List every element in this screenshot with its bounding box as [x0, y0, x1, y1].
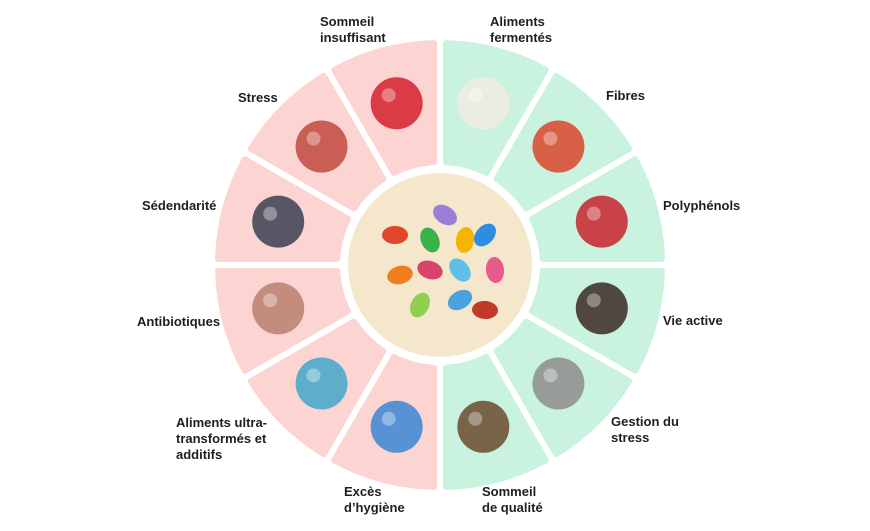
alarm-clock-icon: [370, 77, 423, 130]
microbe-icon: [447, 289, 473, 311]
stressed-person-icon-highlight: [306, 131, 321, 146]
microbe-icon: [472, 300, 498, 320]
microbe-icon: [382, 226, 408, 244]
microbe-icon: [387, 265, 413, 285]
stones-lotus-icon: [532, 357, 585, 410]
microbe-icon: [410, 292, 430, 318]
berries-icon-highlight: [586, 206, 601, 221]
berries-icon: [575, 195, 628, 248]
label-sommeil-insuffisant: Sommeil insuffisant: [320, 14, 386, 45]
microbe-icon: [433, 204, 457, 226]
microbe-icon: [455, 227, 475, 253]
stressed-person-icon: [295, 120, 348, 173]
microbe-icon: [474, 223, 496, 247]
couch-tv-icon-highlight: [263, 206, 278, 221]
additives-bowl-icon-highlight: [306, 368, 321, 383]
label-aliments-ultra-transformes: Aliments ultra- transformés et additifs: [176, 415, 268, 462]
microbiome-center: [348, 173, 532, 357]
stones-lotus-icon-highlight: [543, 368, 558, 383]
sleeping-person-icon: [457, 400, 510, 453]
microbe-icon: [420, 227, 440, 253]
microbe-icon: [417, 260, 443, 280]
microbe-icon: [449, 258, 471, 282]
label-antibiotiques: Antibiotiques: [137, 314, 221, 329]
couch-tv-icon: [252, 195, 305, 248]
pills-icon-highlight: [263, 293, 278, 308]
label-aliments-fermentes: Aliments fermentés: [490, 14, 553, 45]
label-sedentarite: Sédendarité: [142, 198, 217, 213]
label-exces-hygiene: Excès d’hygiène: [344, 484, 405, 515]
runner-icon-highlight: [586, 293, 601, 308]
label-vie-active: Vie active: [663, 313, 723, 328]
label-fibres: Fibres: [606, 88, 646, 103]
label-polyphenols: Polyphénols: [663, 198, 741, 213]
pills-icon: [252, 282, 305, 335]
vegetable-basket-icon: [532, 120, 585, 173]
microbe-icon: [485, 257, 505, 283]
runner-icon: [575, 282, 628, 335]
jars-icon: [457, 77, 510, 130]
alarm-clock-icon-highlight: [381, 88, 396, 103]
vegetable-basket-icon-highlight: [543, 131, 558, 146]
jars-icon-highlight: [468, 88, 483, 103]
label-sommeil-de-qualite: Sommeil de qualité: [482, 484, 543, 515]
cleaning-products-icon-highlight: [381, 411, 396, 426]
cleaning-products-icon: [370, 400, 423, 453]
label-stress: Stress: [238, 90, 278, 105]
additives-bowl-icon: [295, 357, 348, 410]
sleeping-person-icon-highlight: [468, 411, 483, 426]
label-gestion-du-stress: Gestion du stress: [611, 414, 679, 445]
